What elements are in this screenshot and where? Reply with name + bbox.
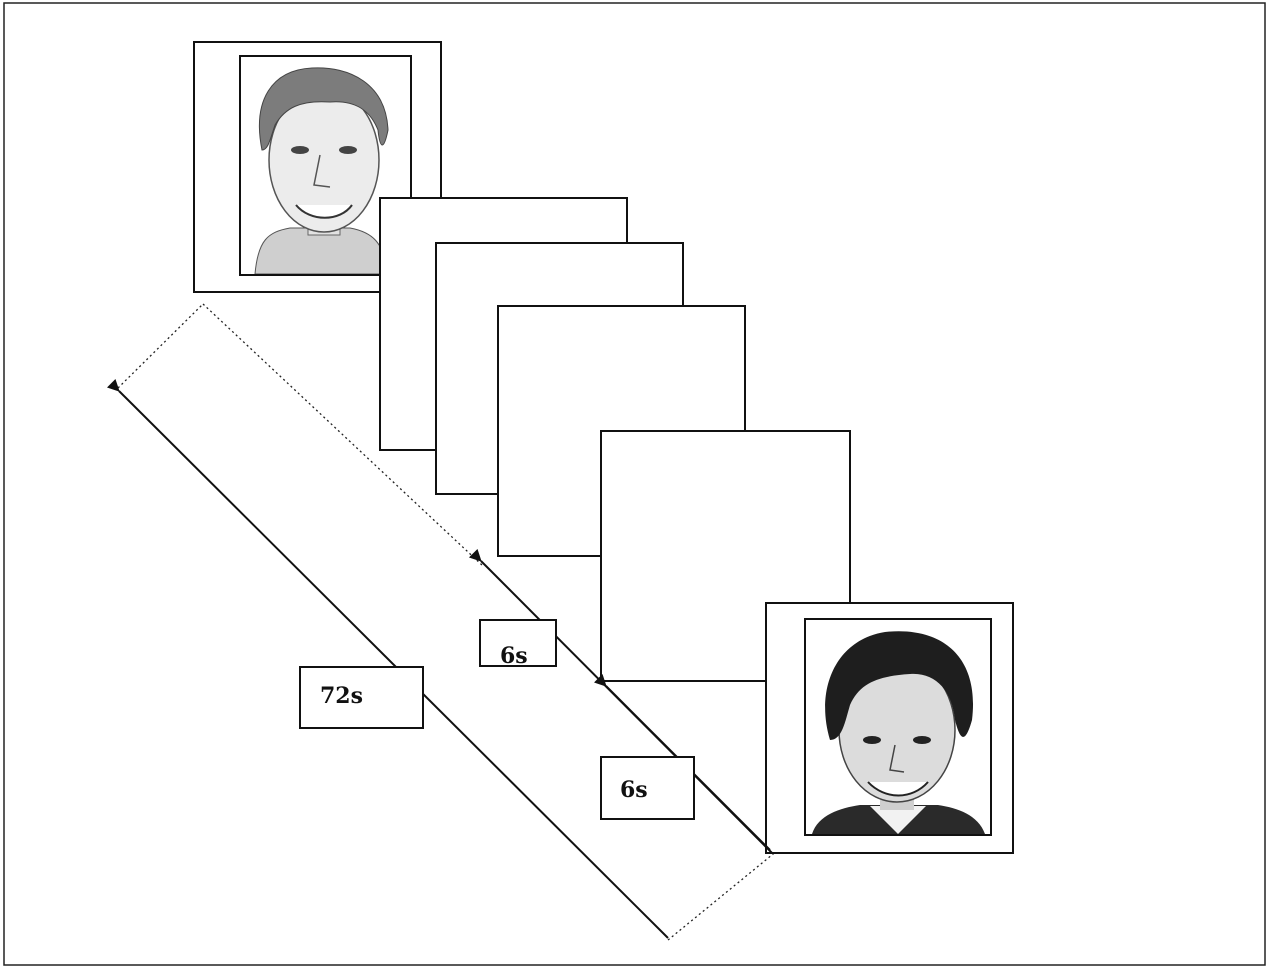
dotted-guide-upper bbox=[202, 303, 484, 567]
face-photo-icon bbox=[812, 631, 985, 834]
label-box-6s-lower: 6s bbox=[600, 756, 695, 820]
label-interval-lower: 6s bbox=[620, 777, 648, 803]
dotted-guide-bottom bbox=[667, 849, 779, 941]
dotted-guide-left bbox=[117, 303, 204, 389]
figure-border bbox=[3, 2, 1266, 966]
label-box-6s-upper: 6s bbox=[479, 619, 557, 669]
label-interval-upper: 6s bbox=[500, 643, 528, 669]
face-photo-icon bbox=[254, 67, 389, 274]
total-duration-arrow bbox=[106, 378, 669, 939]
label-box-72s: 72s bbox=[299, 666, 424, 729]
last-face-frame bbox=[765, 602, 1014, 854]
label-total-duration: 72s bbox=[320, 683, 363, 709]
